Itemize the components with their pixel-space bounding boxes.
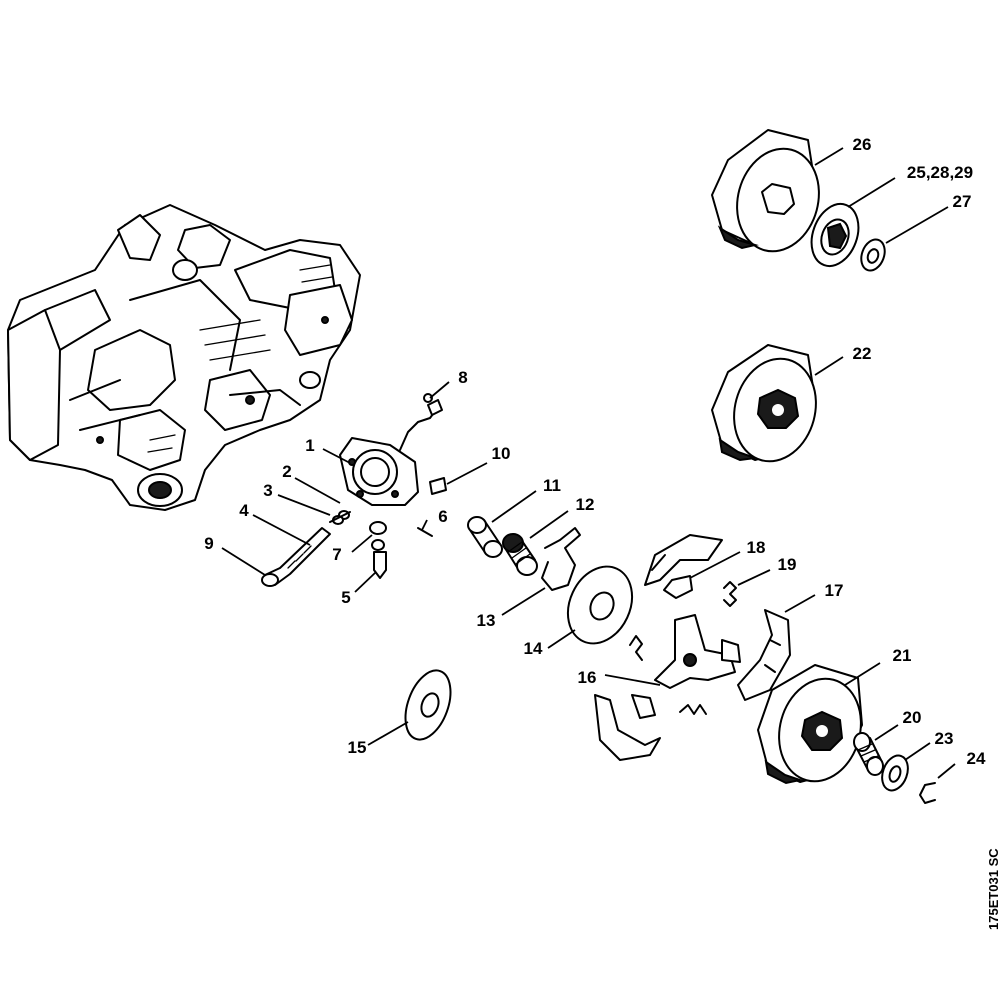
callout-27: 27 [953, 192, 972, 211]
washer-15 [404, 669, 452, 741]
clutch-drum-22 [711, 344, 817, 463]
leader-lines [221, 147, 956, 779]
callout-15: 15 [348, 738, 367, 757]
callout-16: 16 [578, 668, 597, 687]
e-clip [919, 782, 936, 804]
crankcase-housing [7, 204, 361, 511]
callout-13: 13 [477, 611, 496, 630]
callout-2: 2 [282, 462, 291, 481]
callout-6: 6 [438, 507, 447, 526]
needle-cage [853, 732, 884, 776]
callout-7: 7 [332, 545, 341, 564]
callout-21: 21 [893, 646, 912, 665]
callout-4: 4 [239, 501, 249, 520]
callout-25-28-29: 25,28,29 [907, 163, 973, 182]
washer-14 [566, 565, 634, 645]
callout-17: 17 [825, 581, 844, 600]
callout-24: 24 [967, 749, 986, 768]
callout-12: 12 [576, 495, 595, 514]
clutch-drum-21 [757, 664, 863, 785]
callout-19: 19 [778, 555, 797, 574]
callout-8: 8 [458, 368, 467, 387]
drawing-id: 175ET031 SC [986, 848, 1000, 930]
callout-14: 14 [524, 639, 543, 658]
oil-pump [339, 399, 443, 506]
callout-26: 26 [853, 135, 872, 154]
callout-9: 9 [204, 534, 213, 553]
callout-11: 11 [543, 476, 561, 495]
callout-3: 3 [263, 481, 272, 500]
washer-27 [860, 238, 886, 272]
callout-1: 1 [305, 436, 314, 455]
clutch-assembly [594, 534, 791, 761]
worm-gear-parts [467, 516, 581, 591]
callout-23: 23 [935, 729, 954, 748]
callout-18: 18 [747, 538, 766, 557]
callout-22: 22 [853, 344, 872, 363]
pump-small-parts [261, 393, 447, 587]
callout-5: 5 [341, 588, 350, 607]
callout-labels: 1 2 3 4 5 6 7 8 9 10 11 12 13 14 15 16 1… [204, 135, 986, 768]
clutch-drum-26 [711, 129, 820, 253]
callout-20: 20 [903, 708, 922, 727]
rim-sprocket [810, 203, 860, 267]
callout-10: 10 [492, 444, 511, 463]
washer-23 [881, 754, 909, 792]
